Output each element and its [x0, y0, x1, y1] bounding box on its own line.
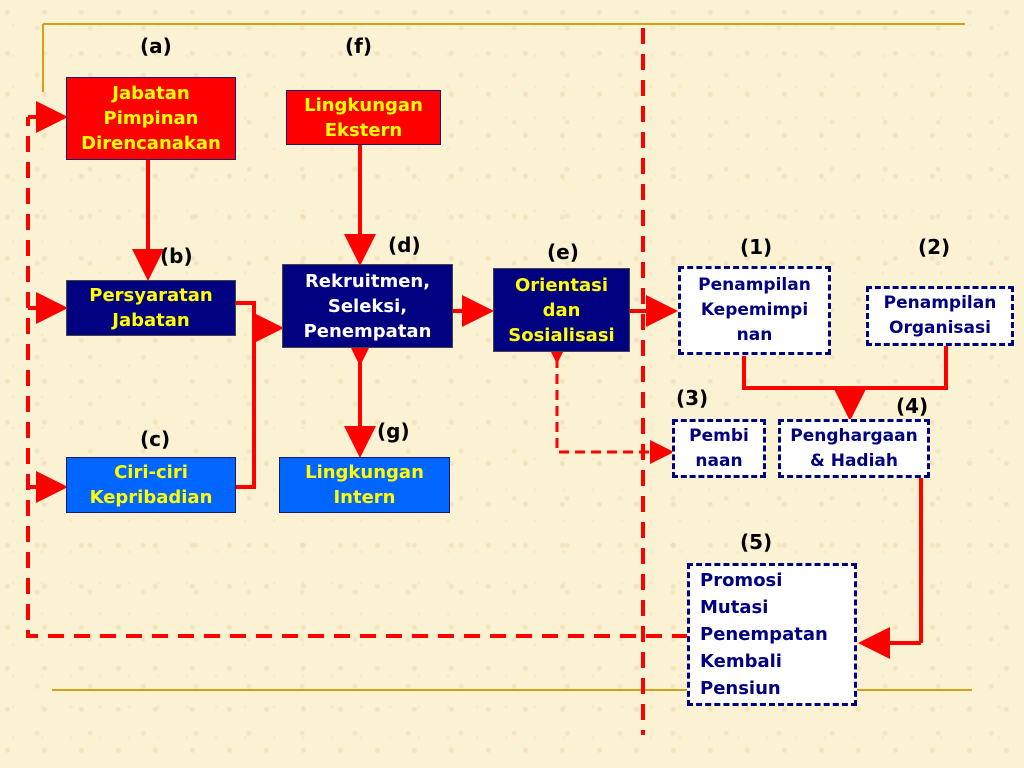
label-1: (1)	[740, 235, 773, 259]
box-penghargaan-text: Penghargaan & Hadiah	[790, 425, 918, 471]
box-ciri-ciri-text: Ciri-ciri Kepribadian	[89, 462, 213, 508]
label-a: (a)	[140, 34, 172, 58]
label-f: (f)	[345, 34, 372, 58]
merge-line-persyaratan	[236, 301, 256, 328]
box-persyaratan-jabatan-text: Persyaratan Jabatan	[89, 285, 213, 331]
box-promosi-text: Promosi Mutasi Penempatan Kembali Pensiu…	[700, 570, 828, 699]
box-persyaratan-jabatan: Persyaratan Jabatan	[66, 280, 236, 336]
box-orientasi-text: Orientasi dan Sosialisasi	[508, 274, 615, 346]
box-penghargaan: Penghargaan & Hadiah	[778, 419, 930, 478]
box-penampilan-kepemimpinan-text: Penampilan Kepemimpi nan	[698, 275, 811, 345]
box-orientasi: Orientasi dan Sosialisasi	[493, 268, 630, 352]
box-penampilan-organisasi-text: Penampilan Organisasi	[883, 293, 997, 338]
box-pembinaan-text: Pembi naan	[689, 425, 749, 471]
label-5: (5)	[740, 530, 773, 554]
box-ciri-ciri: Ciri-ciri Kepribadian	[66, 457, 236, 513]
box-lingkungan-ekstern: Lingkungan Ekstern	[286, 90, 441, 145]
label-b: (b)	[160, 244, 193, 268]
box-jabatan-pimpinan: Jabatan Pimpinan Direncanakan	[66, 77, 236, 160]
label-2: (2)	[918, 235, 951, 259]
merge-line-ciri	[236, 328, 256, 489]
label-c: (c)	[140, 427, 171, 451]
label-d: (d)	[388, 233, 421, 257]
dashed-orientasi-pembinaan	[545, 340, 674, 464]
box-pembinaan: Pembi naan	[672, 419, 766, 478]
box-lingkungan-intern: Lingkungan Intern	[279, 457, 450, 513]
feedback-loop-line	[26, 117, 688, 638]
box-rekruitmen-text: Rekruitmen, Seleksi, Penempatan	[303, 270, 432, 342]
label-4: (4)	[896, 394, 929, 418]
box-lingkungan-ekstern-text: Lingkungan Ekstern	[304, 94, 423, 141]
box-lingkungan-intern-text: Lingkungan Intern	[305, 462, 424, 508]
label-3: (3)	[676, 386, 709, 410]
box-jabatan-pimpinan-text: Jabatan Pimpinan Direncanakan	[81, 83, 221, 154]
label-g: (g)	[377, 419, 410, 443]
line-penampilan-kepemimpinan-down	[742, 356, 850, 390]
line-penampilan-organisasi-down	[850, 346, 948, 390]
box-penampilan-organisasi: Penampilan Organisasi	[866, 286, 1014, 346]
box-rekruitmen: Rekruitmen, Seleksi, Penempatan	[282, 264, 453, 348]
label-e: (e)	[547, 240, 579, 264]
box-promosi: Promosi Mutasi Penempatan Kembali Pensiu…	[687, 563, 857, 706]
box-penampilan-kepemimpinan: Penampilan Kepemimpi nan	[678, 266, 831, 355]
